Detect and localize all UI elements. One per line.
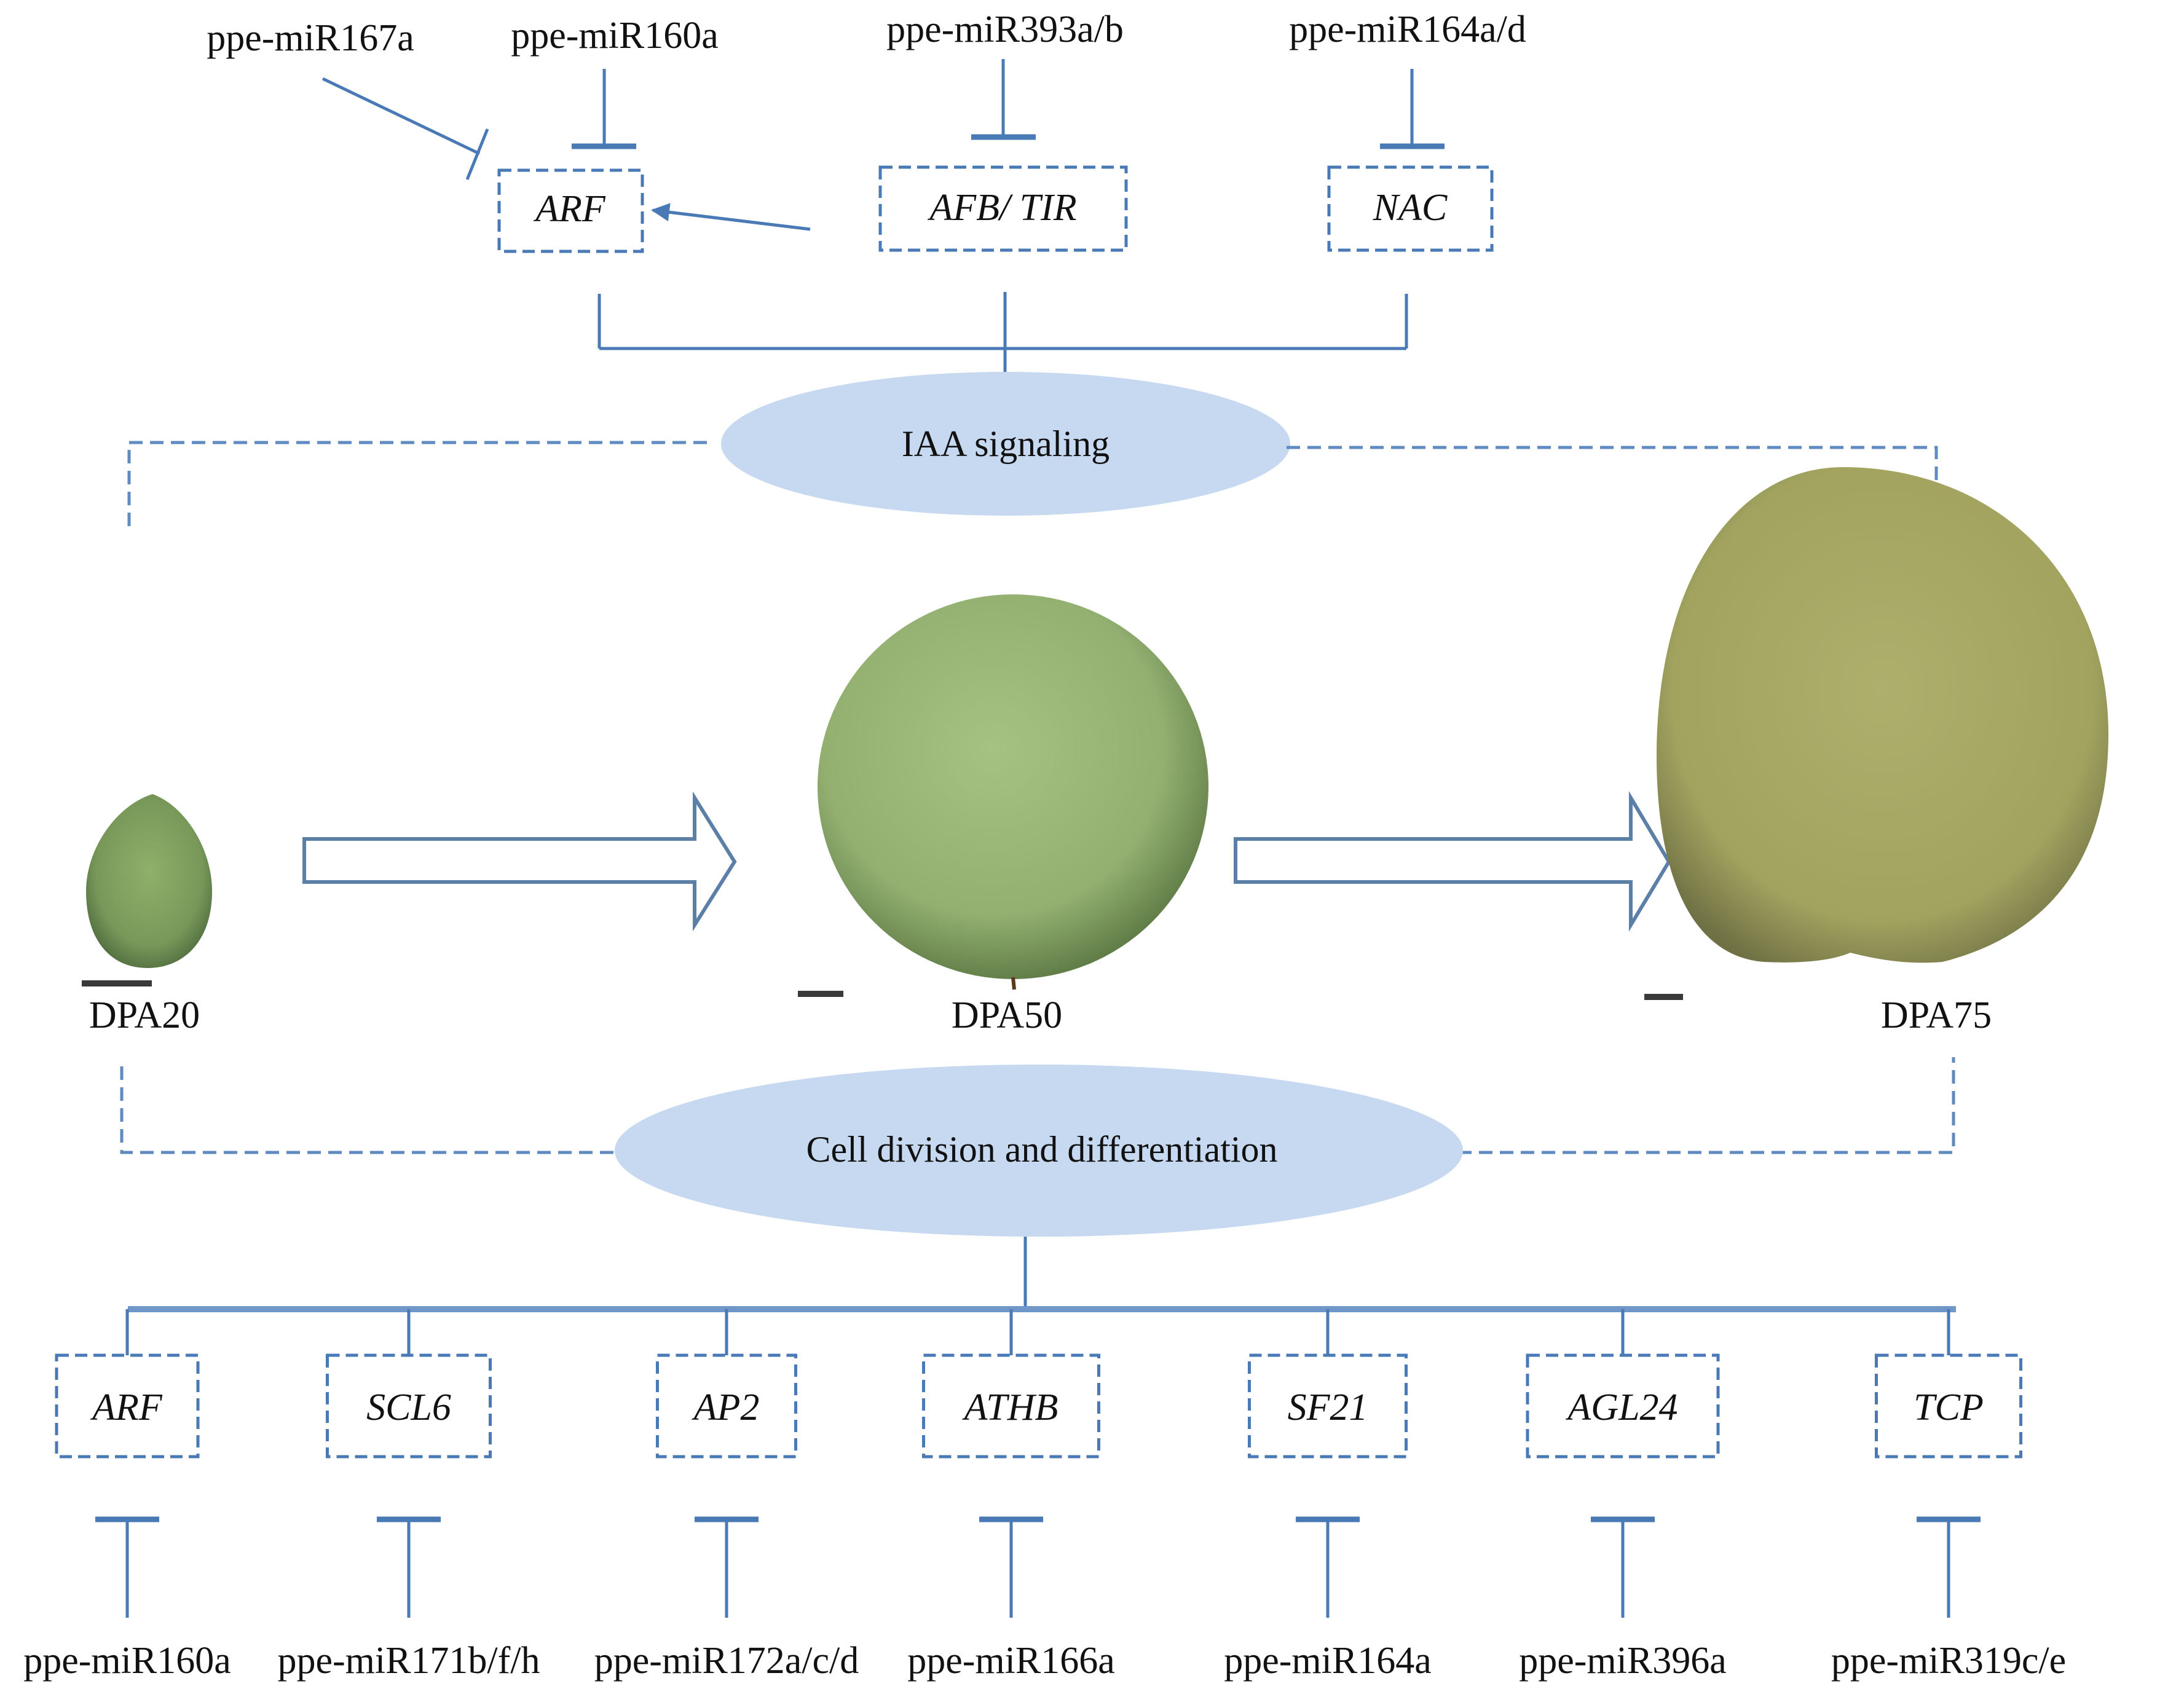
gene-box-sf21 <box>1248 1353 1408 1459</box>
process-label-iaa-signaling: IAA signaling <box>902 423 1110 464</box>
stage-dpa75: DPA75 <box>1644 467 2108 1036</box>
inhibition-edge-mir164ad-nac <box>1380 69 1445 149</box>
progression-arrow-dpa50-to-dpa75 <box>1234 791 1671 932</box>
process-node-cell-division: Cell division and differentiation <box>615 1065 1463 1237</box>
gene-box-arf-top: ARF <box>497 168 644 253</box>
gene-label-agl24: AGL24 <box>1565 1387 1677 1428</box>
gene-label-arf-top: ARF <box>533 188 606 230</box>
inhibition-edge-mir160a-arf <box>572 69 636 149</box>
target-pair-ap2: AP2 ppe-miR172a/c/d <box>594 1309 859 1682</box>
mirna-label-ppe-mir160a: ppe-miR160a <box>23 1640 231 1682</box>
connector-iaa-to-dpa20 <box>127 441 707 530</box>
gene-box-athb <box>922 1353 1100 1459</box>
progression-arrow-dpa20-to-dpa50 <box>302 791 737 932</box>
gene-label-athb: ATHB <box>962 1387 1058 1428</box>
mirna-label-ppe-mir164a: ppe-miR164a <box>1224 1640 1432 1682</box>
connector-dpa75-to-cell-division <box>1458 1057 1955 1154</box>
inhibition-edge-mir167a-arf <box>321 77 489 180</box>
connector-iaa-to-dpa75 <box>1287 446 1938 503</box>
gene-label-sf21: SF21 <box>1288 1387 1368 1428</box>
gene-box-ap2 <box>656 1353 797 1459</box>
iaa-signaling-module: ppe-miR167a ppe-miR160a ppe-miR393a/b pp… <box>127 9 1938 530</box>
stage-dpa50: DPA50 <box>798 594 1208 1036</box>
fruit-image-dpa75 <box>1657 467 2108 963</box>
mirna-label-ppe-mir166a: ppe-miR166a <box>907 1640 1115 1682</box>
gene-box-afb-tir: AFB/ TIR <box>878 165 1128 252</box>
process-label-cell-division: Cell division and differentiation <box>806 1129 1277 1170</box>
target-pair-scl6: SCL6 ppe-miR171b/f/h <box>277 1309 540 1682</box>
stage-dpa20: DPA20 <box>82 794 212 1036</box>
inhibition-edge-mir393ab-afb <box>971 59 1036 140</box>
gene-label-scl6: SCL6 <box>366 1387 451 1428</box>
mirna-label-mir167a: ppe-miR167a <box>207 17 414 59</box>
mirna-label-ppe-mir396a: ppe-miR396a <box>1519 1640 1727 1682</box>
mirna-label-ppe-mir319c-e: ppe-miR319c/e <box>1831 1640 2066 1682</box>
target-pair-athb: ATHB ppe-miR166a <box>907 1309 1115 1682</box>
activation-arrow-afb-to-arf <box>651 203 811 231</box>
cell-division-module: Cell division and differentiation ARF ppe… <box>23 1057 2066 1682</box>
gene-box-nac: NAC <box>1327 165 1494 252</box>
gene-box-agl24 <box>1526 1353 1720 1459</box>
gene-box-arf <box>55 1353 200 1459</box>
gene-label-nac: NAC <box>1373 187 1448 229</box>
target-pair-agl24: AGL24 ppe-miR396a <box>1519 1309 1727 1682</box>
target-list: ARF ppe-miR160a SCL6 ppe-miR171b/f/h AP2 ppe-… <box>23 1309 2066 1682</box>
target-pair-sf21: SF21 ppe-miR164a <box>1224 1309 1432 1682</box>
process-node-iaa-signaling: IAA signaling <box>721 372 1290 516</box>
gene-label-tcp: TCP <box>1914 1387 1984 1428</box>
gene-label-arf: ARF <box>90 1387 163 1428</box>
gene-label-afb-tir: AFB/ TIR <box>927 187 1076 229</box>
gene-box-scl6 <box>326 1353 492 1459</box>
stage-label-dpa50: DPA50 <box>952 994 1062 1036</box>
mirna-label-ppe-mir171b-f-h: ppe-miR171b/f/h <box>277 1640 540 1682</box>
target-pair-tcp: TCP ppe-miR319c/e <box>1831 1309 2066 1682</box>
connector-dpa20-to-cell-division <box>120 1066 618 1154</box>
fruit-image-dpa20 <box>86 794 212 968</box>
gene-label-ap2: AP2 <box>692 1387 760 1428</box>
mirna-label-mir164ad: ppe-miR164a/d <box>1289 9 1526 50</box>
target-pair-arf: ARF ppe-miR160a <box>23 1309 231 1682</box>
gene-box-tcp <box>1875 1353 2022 1459</box>
mirna-label-mir160a-top: ppe-miR160a <box>511 15 719 57</box>
fruit-development-stages: DPA20 DPA50 DPA75 <box>82 467 2108 1036</box>
stage-label-dpa75: DPA75 <box>1881 994 1992 1036</box>
fruit-stem-dpa50 <box>1011 977 1016 990</box>
mirna-label-mir393ab: ppe-miR393a/b <box>886 9 1124 50</box>
fruit-image-dpa50 <box>818 594 1208 979</box>
mirna-label-ppe-mir172a-c-d: ppe-miR172a/c/d <box>594 1640 859 1682</box>
stage-label-dpa20: DPA20 <box>89 994 200 1036</box>
